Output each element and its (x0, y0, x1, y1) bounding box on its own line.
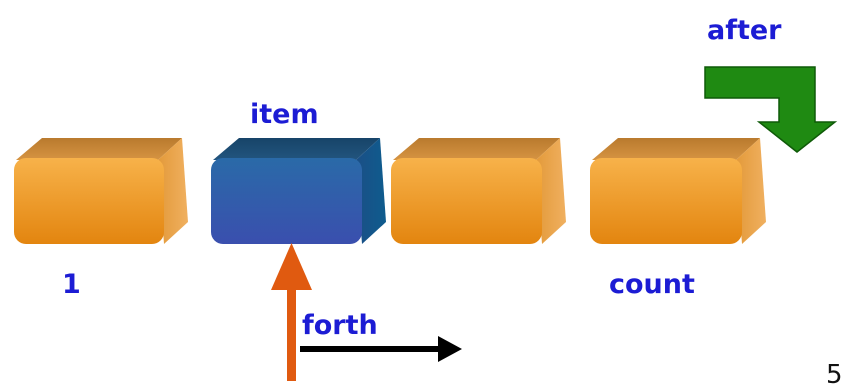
list-cell-count (590, 138, 766, 244)
label-first: 1 (62, 269, 81, 300)
label-after: after (707, 15, 782, 46)
label-count: count (609, 269, 695, 300)
list-cell-3 (391, 138, 566, 244)
list-cell-first (14, 138, 188, 244)
cursor-arrow-icon (271, 243, 312, 381)
after-arrow-icon (704, 66, 838, 153)
list-cell-item (211, 138, 386, 244)
label-forth: forth (302, 310, 378, 341)
label-item: item (250, 99, 319, 130)
forth-arrow-icon (300, 336, 462, 362)
page-number: 5 (826, 360, 843, 390)
